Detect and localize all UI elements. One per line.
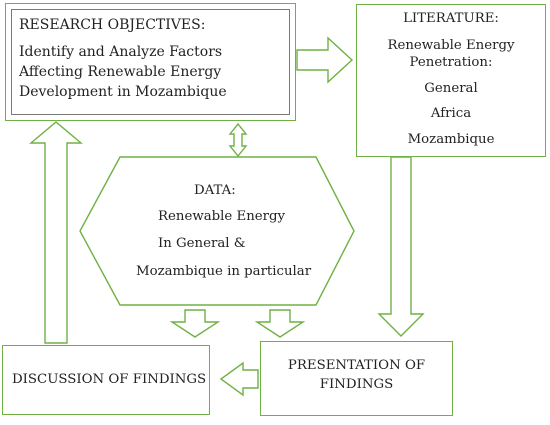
presentation-line-1: PRESENTATION OF [287,358,426,373]
data-line-2: In General & [158,236,246,251]
literature-line-1: Renewable Energy [387,38,515,53]
literature-item-mozambique: Mozambique [407,132,495,147]
arrow-literature-to-presentation [377,156,425,337]
presentation-line-2: FINDINGS [319,377,394,392]
objectives-title: RESEARCH OBJECTIVES: [19,17,206,33]
data-title: DATA: [194,183,236,198]
data-line-1: Renewable Energy [158,209,286,224]
discussion-box [2,345,210,415]
data-hexagon [79,156,355,306]
literature-line-2: Penetration: [409,55,493,70]
objectives-inner-frame [11,9,290,115]
arrow-discussion-to-objectives [29,121,83,344]
arrow-data-to-discussion [169,309,221,338]
literature-box [356,4,546,157]
literature-item-africa: Africa [430,106,472,121]
objectives-line-2: Affecting Renewable Energy [19,64,222,80]
arrow-objectives-to-literature [296,36,354,84]
discussion-label: DISCUSSION OF FINDINGS [12,372,207,387]
arrow-data-to-presentation [254,309,306,338]
literature-title: LITERATURE: [403,11,499,26]
arrow-objectives-data-bidirectional [228,122,248,158]
data-line-3: Mozambique in particular [136,264,312,279]
presentation-box [260,341,453,416]
objectives-line-3: Development in Mozambique [19,84,227,100]
arrow-presentation-to-discussion [219,361,259,397]
objectives-line-1: Identify and Analyze Factors [19,44,223,60]
objectives-box [5,3,296,121]
literature-item-general: General [424,81,478,96]
